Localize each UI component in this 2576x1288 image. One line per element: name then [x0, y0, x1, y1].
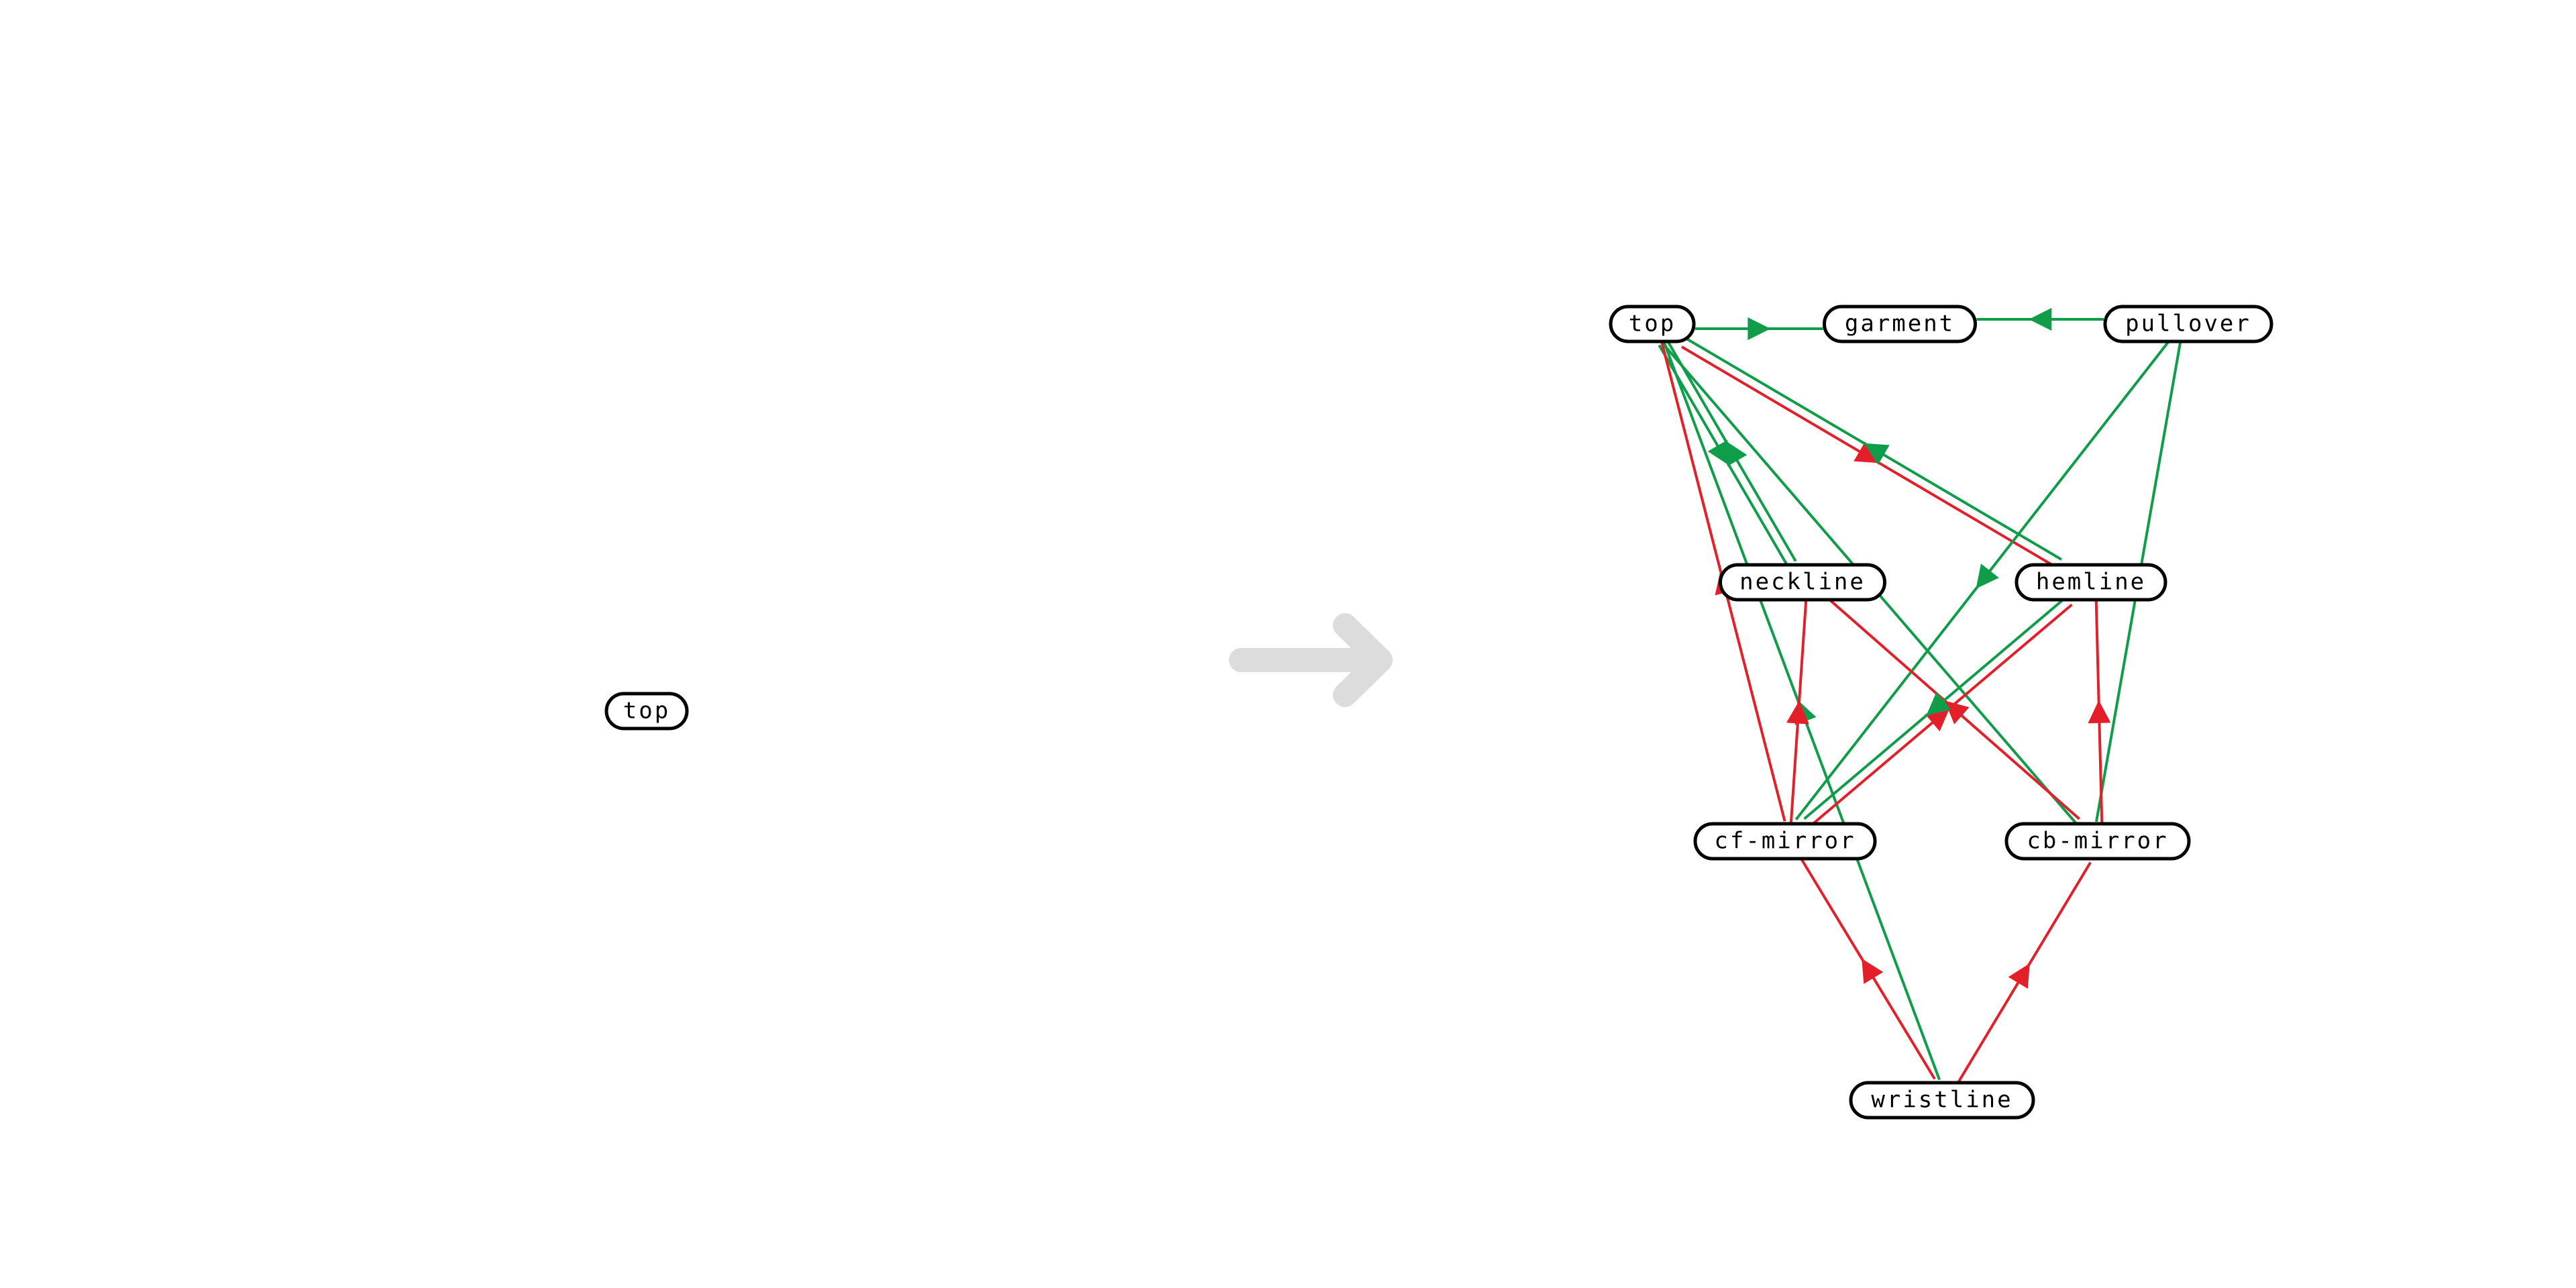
edge-top-to-garment [1695, 317, 1823, 340]
edge-cf-mirror-to-neckline [1786, 601, 1809, 823]
edge-hemline-to-cf-mirror [1803, 596, 2067, 820]
node-label: hemline [2036, 569, 2146, 596]
node-box [2004, 822, 2191, 861]
node-box [1609, 305, 1696, 343]
arrowhead-icon [1854, 441, 1880, 464]
arrowhead-icon [2008, 963, 2030, 989]
edge-cf-mirror-to-hemline [1809, 603, 2073, 827]
node-hemline[interactable]: hemline [2015, 563, 2167, 602]
node-layer: top garment pullover neckline hemline cf-mirr… [1609, 305, 2273, 1120]
edge-top-to-hemline [1680, 345, 2057, 569]
node-label: pullover [2125, 311, 2251, 337]
node-label: neckline [1739, 569, 1866, 596]
arrowhead-icon [1864, 443, 1890, 465]
node-label: top [1629, 311, 1676, 337]
edge-cb-mirror-to-hemline [2088, 600, 2111, 822]
node-box [1849, 1081, 2035, 1120]
node-box [604, 692, 689, 731]
node-top[interactable]: top [1609, 305, 1696, 343]
node-cb-mirror[interactable]: cb-mirror [2004, 822, 2191, 861]
arrowhead-icon [2088, 700, 2111, 724]
arrowhead-icon [1707, 439, 1729, 466]
edge-pullover-to-garment [1976, 308, 2104, 331]
node-wristline[interactable]: wristline [1849, 1081, 2035, 1120]
arrowhead-icon [1926, 692, 1951, 716]
node-neckline[interactable]: neckline [1719, 563, 1886, 602]
node-label: wristline [1871, 1087, 2012, 1114]
edge-pullover-to-cf-mirror [1794, 339, 2171, 820]
arrowhead-icon [1748, 317, 1771, 340]
edge-hemline-to-top [1686, 337, 2063, 561]
arrowhead-icon [1725, 441, 1748, 467]
node-label: top [623, 698, 670, 724]
node-label: cf-mirror [1714, 828, 1856, 855]
edge-layer [1658, 308, 2182, 1085]
node-top-single[interactable]: top [604, 692, 689, 731]
node-label: cb-mirror [2027, 828, 2168, 855]
node-label: garment [1845, 311, 1955, 337]
node-cf-mirror[interactable]: cf-mirror [1693, 822, 1877, 861]
arrowhead-icon [2029, 308, 2052, 331]
node-box [1693, 822, 1877, 861]
edge-wristline-to-cb-mirror [1956, 861, 2092, 1085]
edge-top-to-neckline [1658, 344, 1789, 567]
arrowhead-icon [1976, 564, 1999, 589]
right-arrow-icon [1229, 613, 1393, 707]
node-pullover[interactable]: pullover [2103, 305, 2273, 343]
arrowhead-icon [1786, 700, 1809, 724]
arrowhead-icon [1862, 958, 1884, 984]
node-box [1719, 563, 1886, 602]
node-box [1823, 305, 1977, 343]
node-box [2015, 563, 2167, 602]
node-box [2103, 305, 2273, 343]
edge-wristline-to-cf-mirror [1799, 857, 1936, 1080]
left-panel: top [604, 692, 689, 731]
edge-neckline-to-top [1666, 339, 1797, 562]
node-garment[interactable]: garment [1823, 305, 1977, 343]
